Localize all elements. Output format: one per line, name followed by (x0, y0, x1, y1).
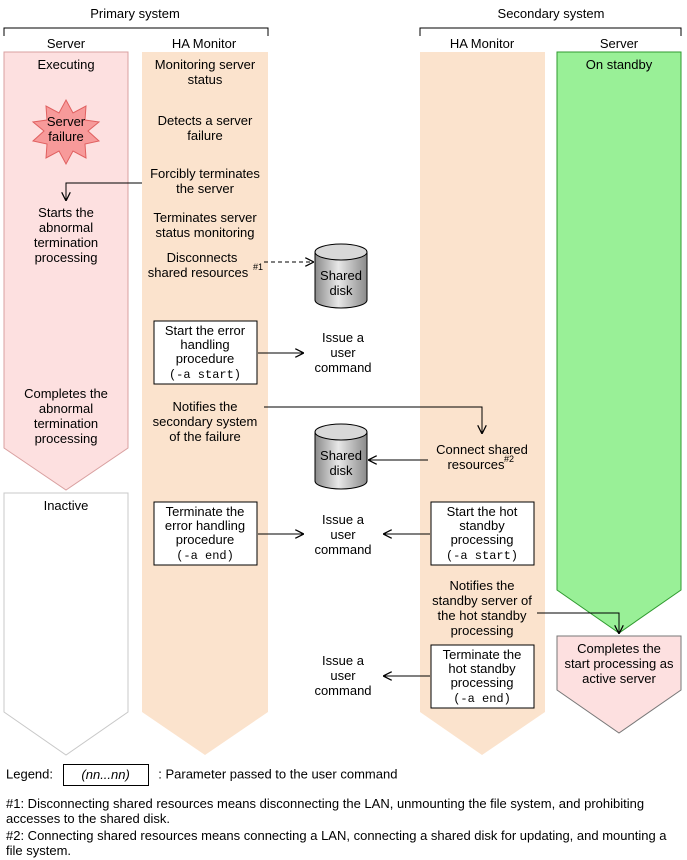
secondary-ha-header: HA Monitor (450, 36, 515, 51)
disconnect-footnote: #1 (253, 262, 263, 272)
complete-3: active server (582, 671, 656, 686)
detect-1: Detects a server (158, 113, 253, 128)
executing-label: Executing (37, 57, 94, 72)
cmd3-2: user (330, 668, 356, 683)
force-2: the server (176, 181, 234, 196)
term-1: Terminates server (153, 210, 257, 225)
hot-start-1: Start the hot (447, 504, 518, 519)
cmd3-1: Issue a (322, 653, 365, 668)
connect-2: resources (447, 457, 505, 472)
legend-label: Legend: (6, 766, 53, 782)
abnormal-done-2: abnormal (39, 401, 93, 416)
term-2: status monitoring (156, 225, 255, 240)
primary-server-header: Server (47, 36, 86, 51)
notify-standby-arrow (537, 612, 619, 633)
server-failure-burst-icon (31, 98, 101, 166)
secondary-system-label: Secondary system (498, 6, 605, 21)
hot-end-4: (-a end) (453, 692, 511, 706)
monitoring-1: Monitoring server (155, 57, 256, 72)
shared-disk-icon-2 (314, 423, 368, 490)
disk1-label-2: disk (329, 283, 353, 298)
shared-disk-icon (314, 243, 368, 309)
primary-ha-lane (142, 52, 268, 755)
cmd3-3: command (314, 683, 371, 698)
secondary-server-standby-lane (556, 51, 682, 634)
err-start-3: procedure (176, 351, 235, 366)
detect-2: failure (187, 128, 222, 143)
abnormal-start-2: abnormal (39, 220, 93, 235)
err-start-2: handling (180, 337, 229, 352)
server-failure-label-2: failure (48, 129, 83, 144)
force-1: Forcibly terminates (150, 166, 260, 181)
disconnect-2: shared resources (148, 265, 249, 280)
notify-standby-2: standby server of (432, 593, 532, 608)
err-end-1: Terminate the (166, 504, 245, 519)
on-standby-label: On standby (586, 57, 653, 72)
inactive-label: Inactive (44, 498, 89, 513)
complete-1: Completes the (577, 641, 661, 656)
cmd1-1: Issue a (322, 330, 365, 345)
abnormal-start-3: termination (34, 235, 98, 250)
notify-standby-1: Notifies the (449, 578, 514, 593)
secondary-server-header: Server (600, 36, 639, 51)
err-end-3: procedure (176, 532, 235, 547)
legend-parameter-box: (nn...nn) (62, 764, 149, 786)
cmd2-3: command (314, 542, 371, 557)
cmd2-1: Issue a (322, 512, 365, 527)
footnote-2: #2: Connecting shared resources means co… (6, 828, 667, 858)
hot-start-2: standby (459, 518, 505, 533)
notify-secondary-3: of the failure (169, 429, 241, 444)
legend: Legend: (nn...nn) : Parameter passed to … (6, 764, 397, 786)
notify-standby-4: processing (451, 623, 514, 638)
err-start-1: Start the error (165, 323, 246, 338)
header-brackets (3, 27, 682, 36)
notify-standby-3: the hot standby (438, 608, 527, 623)
cmd2-2: user (330, 527, 356, 542)
err-start-4: (-a start) (169, 368, 241, 382)
secondary-server-active-lane (556, 635, 682, 734)
force-terminate-arrow (66, 182, 142, 200)
cmd1-2: user (330, 345, 356, 360)
err-end-4: (-a end) (176, 549, 234, 563)
hot-end-3: processing (451, 675, 514, 690)
abnormal-done-4: processing (35, 431, 98, 446)
footnote-1: #1: Disconnecting shared resources means… (6, 796, 645, 826)
primary-ha-header: HA Monitor (172, 36, 237, 51)
server-failure-label-1: Server (47, 114, 86, 129)
error-start-box (153, 320, 258, 385)
connect-1: Connect shared (436, 442, 528, 457)
primary-server-executing-lane (3, 51, 129, 491)
secondary-ha-lane (420, 52, 545, 755)
abnormal-start-4: processing (35, 250, 98, 265)
err-end-2: error handling (165, 518, 245, 533)
abnormal-done-3: termination (34, 416, 98, 431)
notify-secondary-arrow (264, 406, 482, 433)
disk2-label-1: Shared (320, 448, 362, 463)
hot-start-4: (-a start) (446, 549, 518, 563)
abnormal-start-1: Starts the (38, 205, 94, 220)
abnormal-done-1: Completes the (24, 386, 108, 401)
legend-description: : Parameter passed to the user command (158, 766, 398, 782)
failover-diagram: Primary system Secondary system Server H… (3, 6, 682, 756)
hot-start-box (430, 501, 535, 566)
primary-server-inactive-lane (3, 492, 129, 756)
error-end-box (153, 501, 258, 566)
hot-end-1: Terminate the (443, 647, 522, 662)
hot-end-2: hot standby (448, 661, 516, 676)
hot-end-box (430, 644, 535, 709)
notify-secondary-2: secondary system (153, 414, 258, 429)
monitoring-2: status (188, 72, 223, 87)
disconnect-1: Disconnects (167, 250, 238, 265)
disk1-label-1: Shared (320, 268, 362, 283)
hot-start-3: processing (451, 532, 514, 547)
disk2-label-2: disk (329, 463, 353, 478)
cmd1-3: command (314, 360, 371, 375)
notify-secondary-1: Notifies the (172, 399, 237, 414)
connect-footnote: #2 (504, 454, 514, 464)
complete-2: start processing as (564, 656, 674, 671)
primary-system-label: Primary system (90, 6, 180, 21)
